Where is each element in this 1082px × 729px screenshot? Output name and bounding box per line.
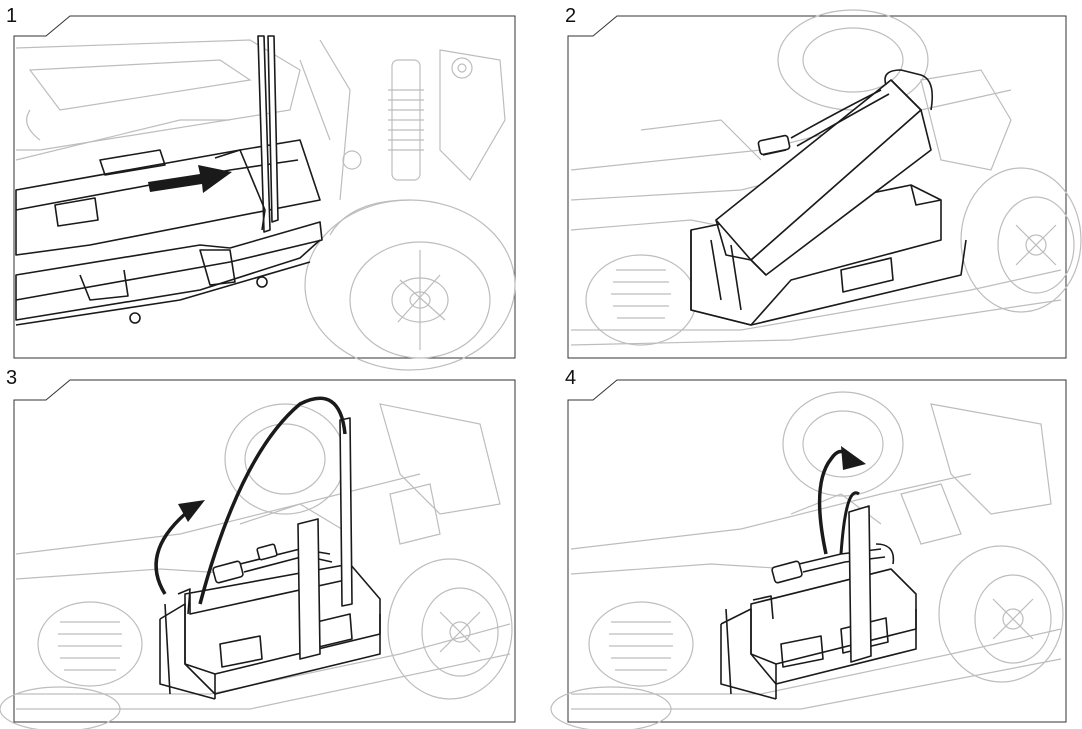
step-number-1: 1 (6, 5, 18, 27)
battery-in-tray (720, 568, 917, 700)
wheel-ghost (304, 199, 516, 371)
shock-absorber-ghost (299, 39, 506, 201)
panel-frame (567, 15, 1067, 359)
push-arrow (148, 165, 232, 193)
step-3-illustration (0, 379, 516, 729)
velcro-strap (177, 417, 353, 660)
panel-frame (13, 15, 516, 359)
chassis-ghost (15, 403, 511, 710)
battery-connector (771, 543, 895, 584)
step-panel-2: 2 (541, 0, 1082, 364)
step-panel-1: 1 (0, 0, 541, 371)
wheel-ghost (550, 391, 1064, 729)
battery-connector (212, 543, 333, 584)
battery-in-tray (159, 563, 381, 700)
chassis-ghost (15, 39, 301, 161)
step-number-2: 2 (565, 5, 577, 27)
step-panel-3: 3 (0, 364, 541, 729)
chassis-ghost (570, 403, 1062, 710)
step-number-4: 4 (565, 367, 577, 389)
panel-frame (13, 379, 516, 723)
panel-frame (567, 379, 1067, 723)
step-4-illustration (550, 379, 1067, 729)
step-2-illustration (567, 9, 1082, 359)
step-panel-4: 4 (541, 364, 1082, 729)
step-1-illustration (13, 15, 516, 371)
strap-over-arrow (154, 396, 347, 605)
battery-tray (15, 139, 323, 326)
strap-loop-arrow (817, 446, 866, 555)
step-number-3: 3 (6, 367, 18, 389)
battery-wires (757, 69, 934, 156)
velcro-strap (848, 505, 872, 663)
velcro-strap (214, 35, 279, 233)
battery-pack (715, 79, 932, 276)
wheel-ghost (0, 403, 513, 729)
